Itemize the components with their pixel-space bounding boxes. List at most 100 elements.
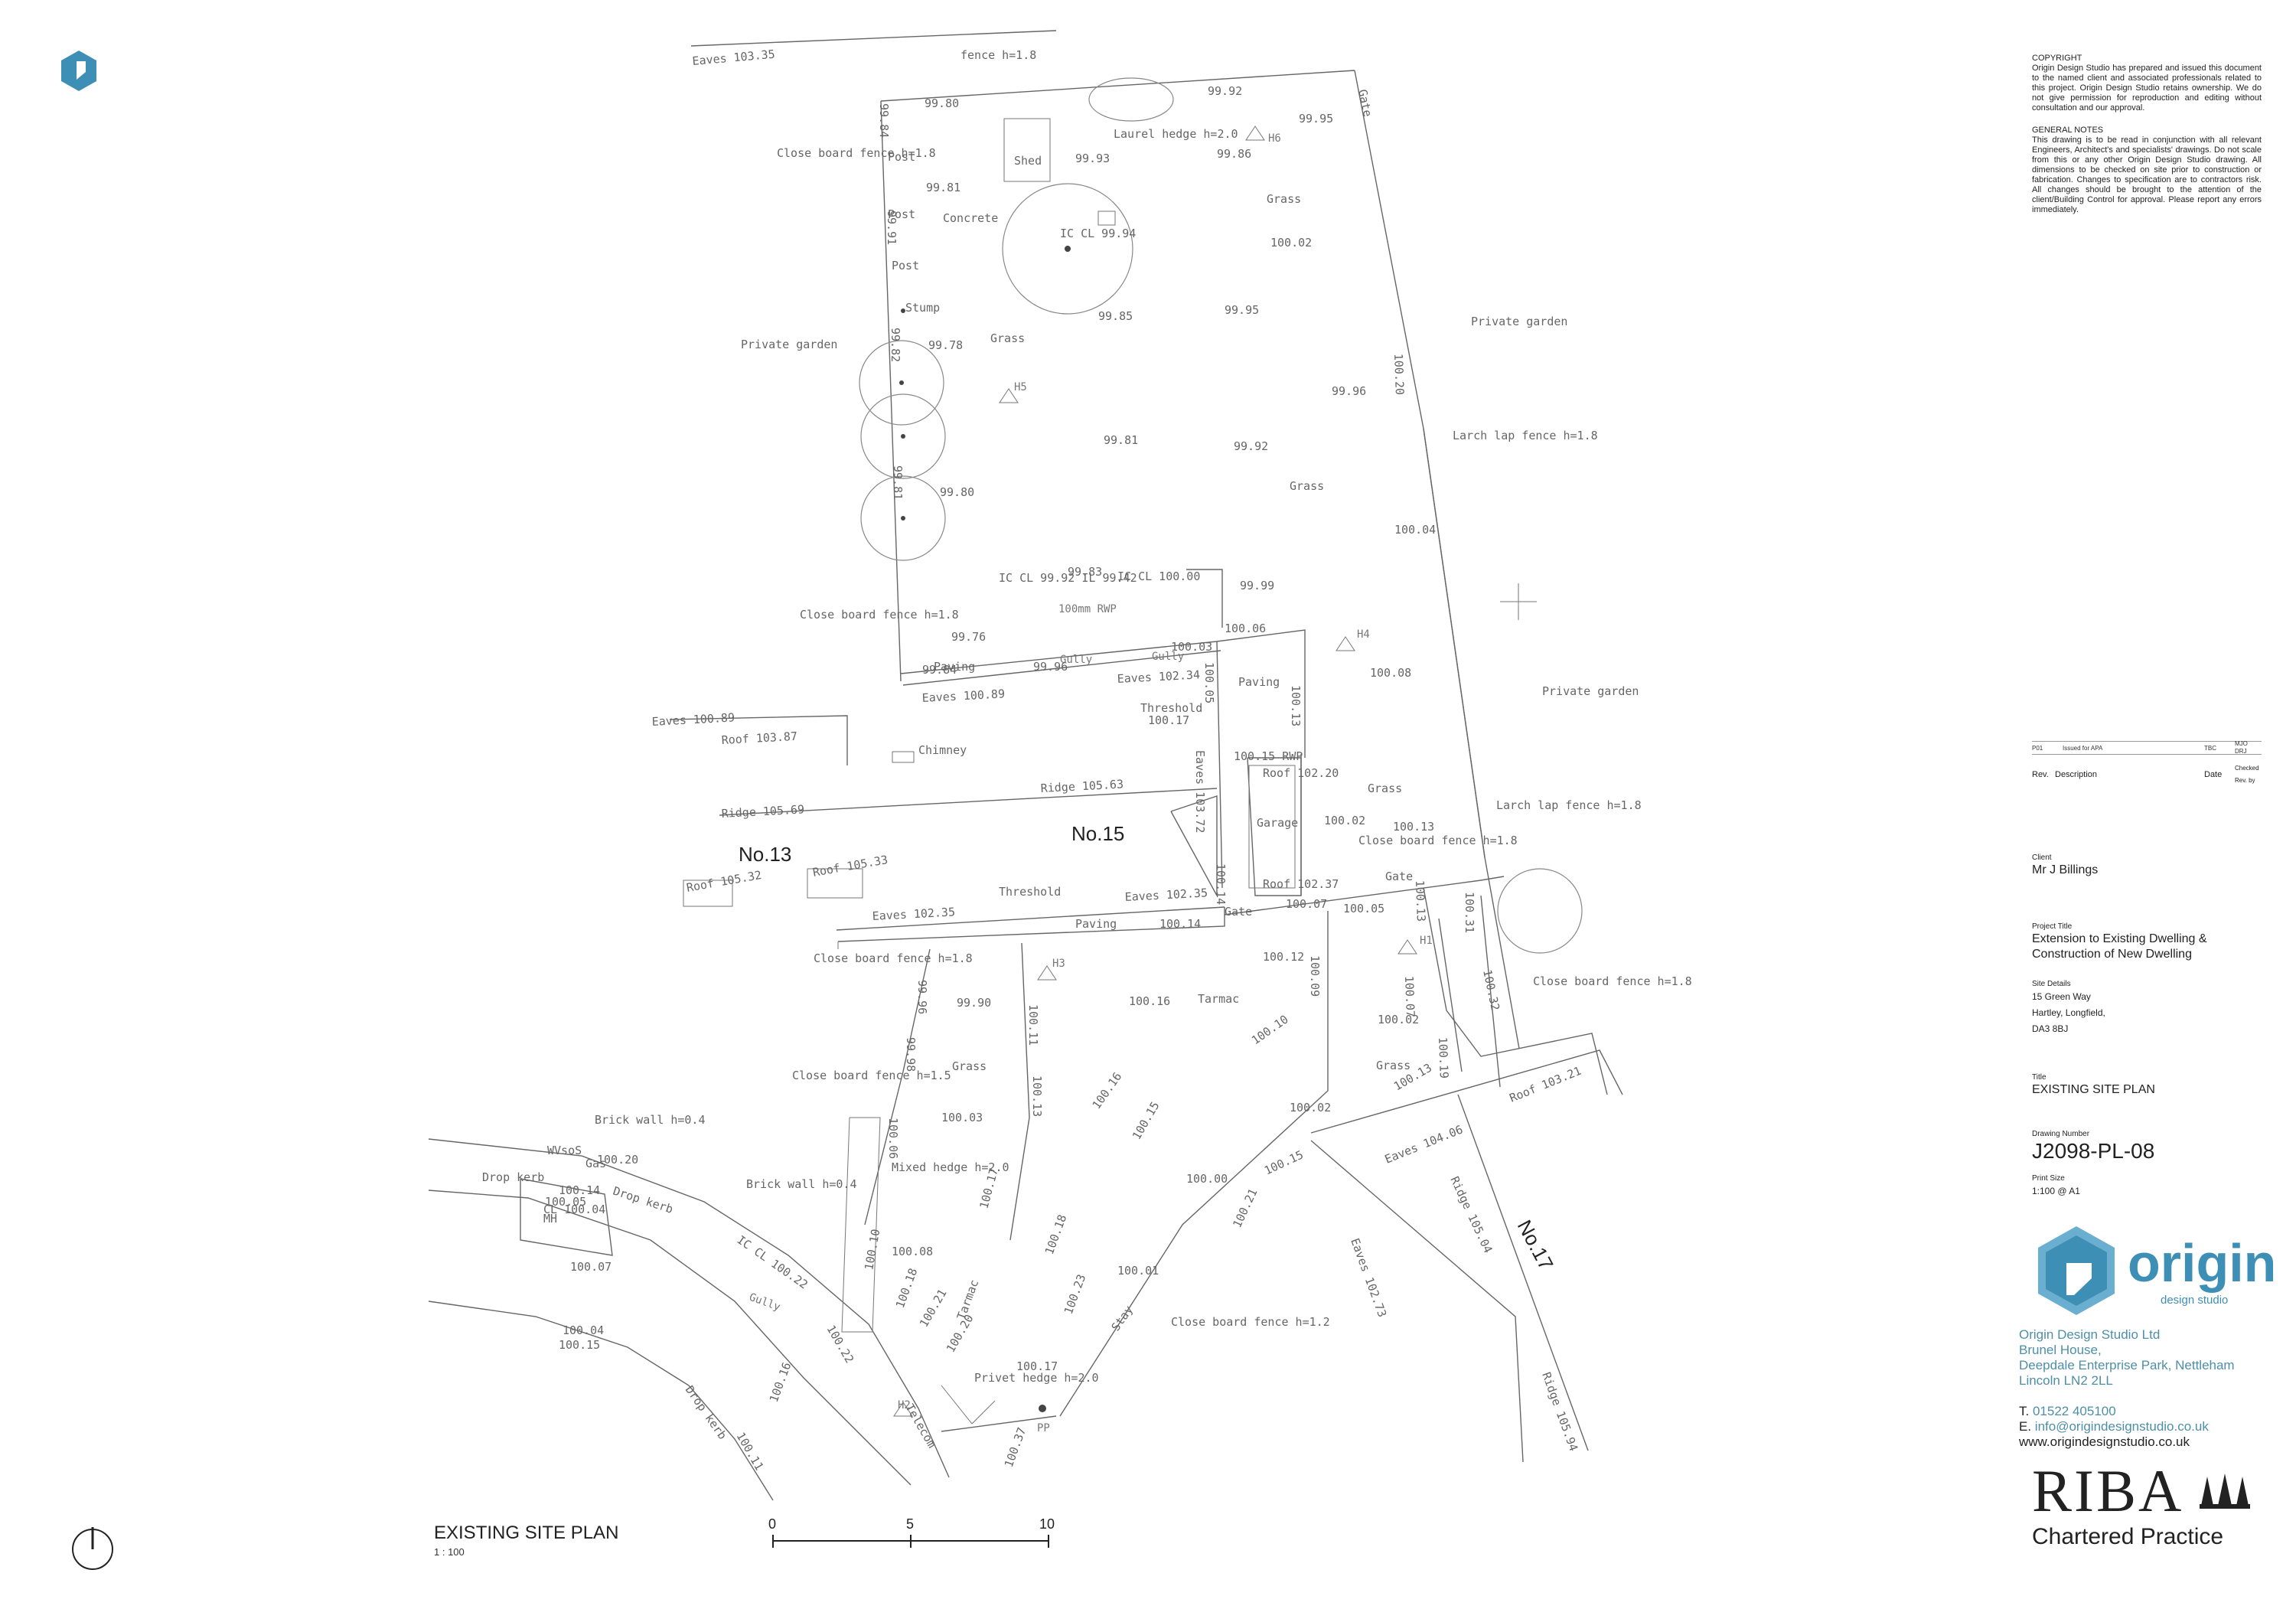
spot-level: 100.15 [559,1338,600,1352]
feature-label: Eaves 102.73 [1348,1236,1389,1319]
fence-label: Close board fence h=1.8 [814,951,973,965]
logo-sub: design studio [2161,1294,2229,1307]
fence-label: Close board fence h=1.5 [792,1069,951,1082]
fence-label: Larch lap fence h=1.8 [1496,798,1642,812]
feature-label: Gate [1385,870,1413,883]
trees-and-hedges [859,77,1583,1412]
feature-label: Roof 105.33 [812,853,889,880]
area-label: Paving [1075,917,1117,931]
area-label: Paving [934,660,975,674]
spot-level: 100.17 [1148,713,1189,727]
feature-label: Threshold [999,885,1061,899]
spot-level: 100.21 [1230,1186,1260,1230]
fence-label: Close board fence h=1.8 [777,146,936,160]
area-labels: Private garden Private garden Private ga… [741,154,1639,1321]
crosshair-mark [1500,583,1537,620]
spot-level: 100.16 [767,1360,794,1404]
site-label: Site Details [2032,980,2071,988]
area-label: Grass [1290,479,1324,493]
spot-level: 99.95 [1225,303,1259,317]
project-section: Project Title Extension to Existing Dwel… [2032,922,2262,962]
spot-level: 100.16 [1090,1070,1125,1112]
riba-logo: RIBA Chartered Practice [2032,1457,2262,1550]
feature-label: Threshold [1140,701,1202,715]
feature-label: 100.15 RWP [1234,749,1303,763]
house-label-no17: No.17 [1513,1216,1558,1274]
address-line: Origin Design Studio Ltd [2019,1327,2161,1342]
spot-level: 99.91 [885,211,899,245]
spot-level: 100.13 [1289,685,1303,726]
website-link[interactable]: www.origindesignstudio.co.uk [2019,1434,2190,1449]
spot-level: 100.02 [1378,1013,1419,1026]
feature-label: Laurel hedge h=2.0 [1114,127,1238,141]
area-label: Paving [1238,675,1280,689]
spot-level: 100.20 [1391,354,1407,396]
spot-level: 100.13 [1413,880,1428,922]
ic-label: IC CL 100.22 [735,1233,810,1292]
spot-level: 99.86 [1217,147,1251,161]
area-label: Grass [952,1059,987,1073]
spot-level: 99.81 [926,181,960,194]
spot-level: 100.20 [597,1153,638,1167]
company-logo: origin design studio [2032,1225,2276,1324]
rev-col-description: Description [2055,770,2098,779]
spot-level: 100.00 [1186,1172,1228,1186]
spot-level: 99.85 [1098,309,1133,323]
title-section: Title EXISTING SITE PLAN [2032,1073,2262,1098]
area-label: Chimney [918,743,967,757]
feature-label: Brick wall h=0.4 [746,1177,857,1191]
feature-label: Eaves 100.89 [921,687,1005,705]
spot-level: 100.08 [1370,666,1411,680]
area-label: Private garden [741,338,837,351]
scale-bar-label: 5 [906,1516,914,1532]
area-label: Grass [990,331,1025,345]
spot-level: 100.06 [1225,622,1266,635]
rev-col-date: Date [2204,770,2223,779]
spot-level: 99.96 [1033,660,1068,674]
spot-level: 99.84 [922,663,957,677]
spot-level: 100.02 [1270,236,1312,250]
feature-label: Post [892,259,919,273]
sheet-scale: 1 : 100 [434,1546,465,1558]
feature-label: Gate [1225,905,1252,919]
feature-label: Post [888,207,915,221]
address-line: Brunel House, [2019,1343,2102,1357]
drawing-number: J2098-PL-08 [2032,1139,2155,1163]
feature-label: Drop kerb [612,1184,675,1216]
site-section: Site Details 15 Green Way Hartley, Longf… [2032,980,2262,1037]
feature-label: Eaves 103.35 [692,47,776,68]
area-label: Grass [1368,782,1402,795]
area-label: Grass [1376,1059,1411,1072]
phone-number[interactable]: 01522 405100 [2032,1404,2116,1418]
print-size-section: Print Size 1:100 @ A1 [2032,1174,2262,1199]
feature-label: WVsoS [547,1144,582,1157]
area-label: Private garden [1542,684,1639,698]
spot-level: 100.05 [545,1195,586,1209]
feature-label: Stump [905,301,940,315]
spot-level: 100.18 [893,1266,920,1310]
spot-level: 100.14 [1214,863,1228,905]
email-link[interactable]: info@origindesignstudio.co.uk [2034,1419,2209,1434]
sheet-title: EXISTING SITE PLAN [434,1522,618,1543]
phone-prefix: T. [2019,1404,2030,1418]
rev-checked: MJO [2235,740,2248,747]
spot-level: 100.16 [1129,994,1170,1008]
spot-level: 99.99 [1240,579,1274,592]
spot-level: 99.92 [1208,84,1242,98]
spot-level: 99.90 [957,996,991,1010]
area-label: Private garden [1471,315,1567,328]
revision-row: P01 Issued for APA TBC MJO DRJ [2032,740,2262,755]
feature-label: Brick wall h=0.4 [595,1113,706,1127]
marker-labels: H1 H2 H3 H4 H5 H6 [898,132,1433,1411]
feature-label: PP [1037,1422,1050,1434]
spot-level: 99.83 [1068,565,1102,579]
rev-description: Issued for APA [2063,744,2103,752]
feature-label: Gully [748,1291,782,1314]
feature-label: Eaves 100.89 [651,710,735,729]
marker-label: H3 [1052,958,1065,970]
house-label-no13: No.13 [739,843,791,866]
rev-col-rev: Rev. [2032,770,2049,779]
marker-label: H1 [1420,935,1433,947]
logo-word: origin [2128,1233,2277,1293]
